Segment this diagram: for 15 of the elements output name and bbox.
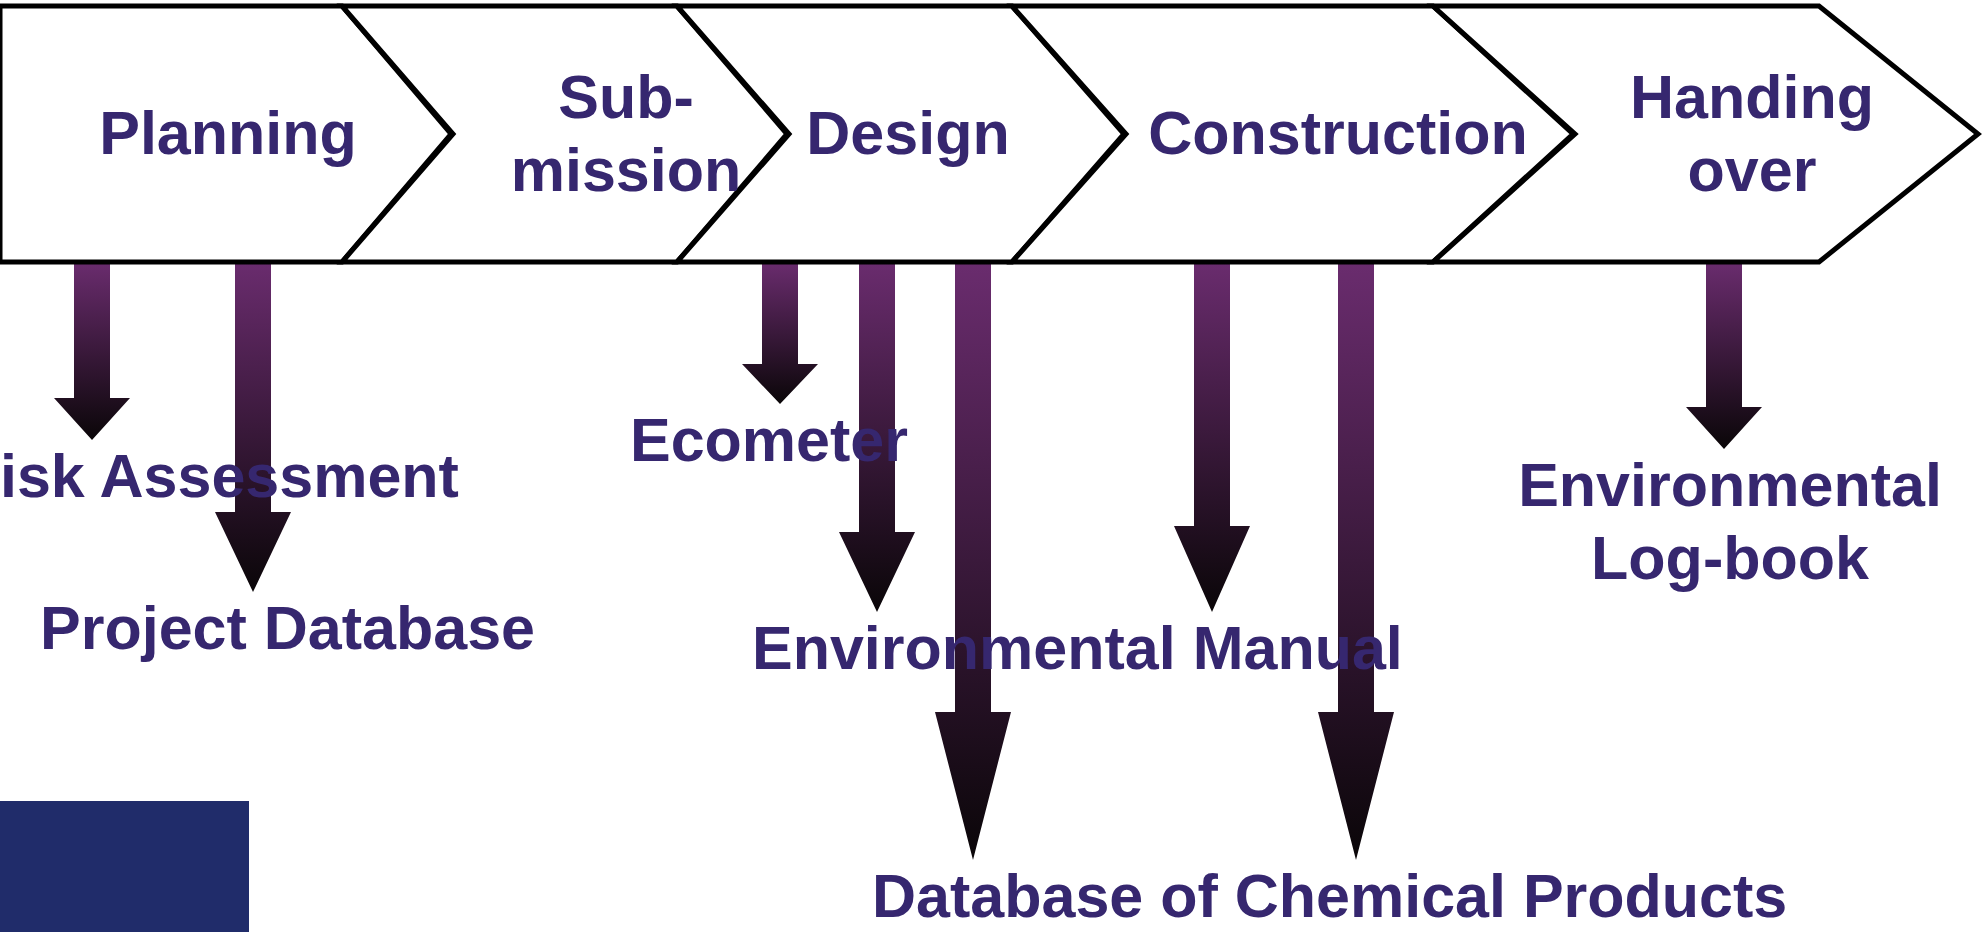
output-label: Project Database <box>40 593 535 664</box>
arrow <box>1174 262 1250 612</box>
output-label: Database of Chemical Products <box>872 861 1788 932</box>
step-label: Sub- mission <box>509 61 743 206</box>
arrow <box>839 262 915 612</box>
arrow <box>215 262 291 592</box>
arrow <box>1318 262 1394 860</box>
arrow <box>742 262 818 404</box>
step-label: Construction <box>1148 98 1528 170</box>
step-label: Design <box>806 98 1010 170</box>
step-label: Handing over <box>1629 61 1875 206</box>
arrow <box>1686 262 1762 449</box>
arrow <box>935 262 1011 860</box>
arrow <box>54 262 130 440</box>
output-label: Environmental Log-book <box>1517 450 1943 595</box>
